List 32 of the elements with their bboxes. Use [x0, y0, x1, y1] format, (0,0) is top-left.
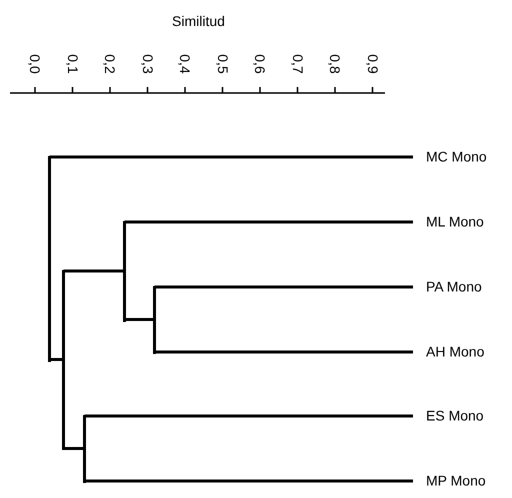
tick-label: 0,0	[28, 54, 42, 74]
branch-line	[124, 318, 154, 321]
tick-label: 0,1	[66, 54, 80, 74]
cluster-bar	[62, 270, 65, 450]
tick-label: 0,9	[366, 54, 380, 74]
tick-label: 0,8	[328, 54, 342, 74]
cluster-bar	[153, 286, 156, 354]
cluster-bar	[48, 156, 51, 362]
branch-line	[154, 350, 413, 354]
leaf-label: ES Mono	[426, 407, 484, 425]
branch-line	[84, 414, 413, 418]
tick-label: 0,3	[140, 54, 154, 74]
branch-line	[50, 156, 413, 158]
tick-label: 0,6	[253, 54, 267, 74]
leaf-label: MC Mono	[426, 148, 487, 166]
cluster-bar	[83, 414, 86, 482]
leaf-label: AH Mono	[426, 343, 484, 361]
branch-line	[64, 270, 124, 272]
tick-label: 0,5	[216, 54, 230, 74]
branch-line	[84, 480, 413, 482]
leaf-label: ML Mono	[426, 213, 484, 231]
tick-label: 0,7	[290, 54, 304, 74]
branch-line	[50, 358, 64, 361]
branch-line	[124, 220, 413, 224]
tick-label: 0,2	[103, 54, 117, 74]
cluster-bar	[123, 220, 126, 322]
leaf-label: MP Mono	[426, 472, 486, 490]
axis-title: Similitud	[172, 14, 225, 28]
branch-line	[154, 286, 413, 288]
tick-label: 0,4	[178, 54, 192, 74]
branch-line	[64, 447, 84, 450]
leaf-label: PA Mono	[426, 278, 482, 296]
